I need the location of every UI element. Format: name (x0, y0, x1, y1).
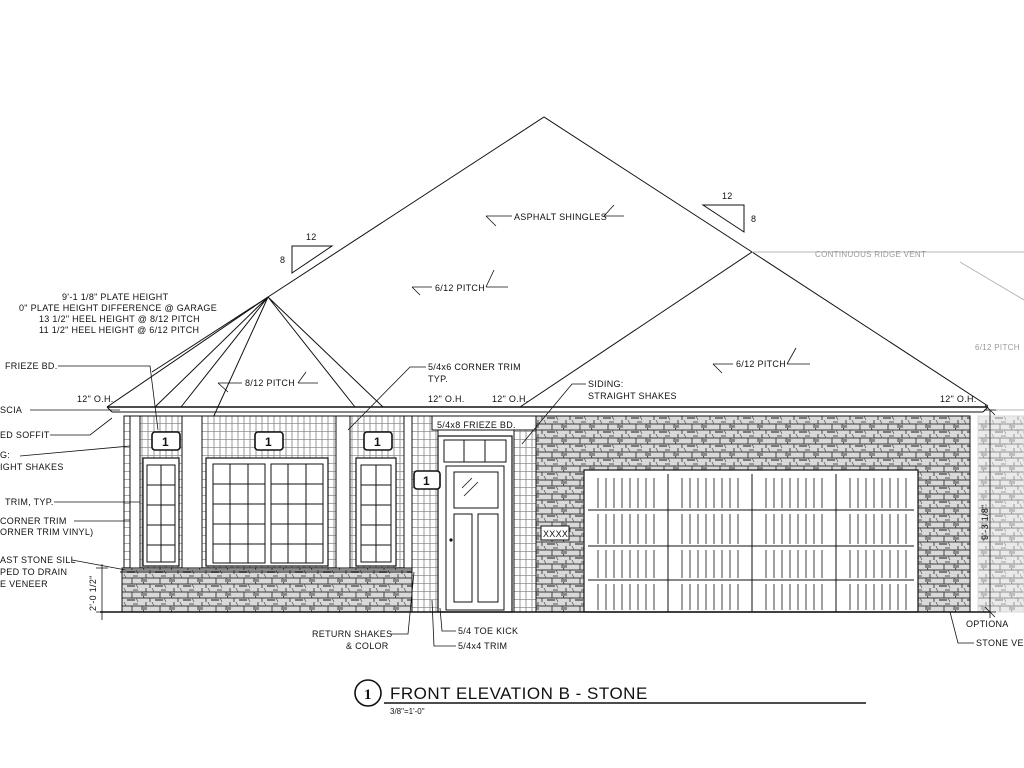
tag-3: 1 (374, 435, 381, 449)
dim-plate-height: 9'-3 1/8" (980, 504, 990, 540)
siding-right-1: SIDING: (588, 379, 624, 389)
corner-trim-top-1: 5/4x6 CORNER TRIM (428, 362, 521, 372)
tag-box-2 (254, 431, 284, 451)
adjacent-roof-faint: CONTINUOUS RIDGE VENT 6/12 PITCH (752, 250, 1024, 411)
stone-sill-note-1: AST STONE SILL (0, 555, 76, 565)
optional-label: OPTIONA (966, 619, 1009, 629)
oh-mid1-label: 12" O.H. (428, 394, 465, 404)
slope-right-run: 12 (722, 191, 733, 201)
oh-right-label: 12" O.H. (940, 394, 977, 404)
stone-veneer-label: STONE VEN (976, 638, 1024, 648)
heel-8-note: 13 1/2" HEEL HEIGHT @ 8/12 PITCH (39, 314, 200, 324)
roof (106, 116, 989, 421)
slope-right-rise: 8 (751, 214, 756, 224)
address-plate (540, 525, 570, 541)
garage-door (583, 469, 919, 613)
tag-box-4 (413, 470, 441, 490)
plate-height-note: 9'-1 1/8" PLATE HEIGHT (62, 292, 169, 302)
heel-6-note: 11 1/2" HEEL HEIGHT @ 6/12 PITCH (39, 325, 199, 335)
main-roof-outline (106, 116, 989, 408)
plate-diff-note: 0" PLATE HEIGHT DIFFERENCE @ GARAGE (19, 303, 217, 313)
corner-trim-note-1: CORNER TRIM (0, 516, 67, 526)
slope-triangle-left: 12 8 (280, 232, 334, 274)
corner-trim-left (129, 415, 141, 569)
tag-2: 1 (265, 435, 272, 449)
main-pitch-label: 6/12 PITCH (435, 283, 485, 293)
hip-roof-left (154, 296, 384, 421)
soffit-note: ED SOFFIT (0, 430, 50, 440)
garage-roof-ridge (519, 251, 753, 408)
fascia-note: SCIA (0, 405, 22, 415)
tag-4: 1 (423, 474, 430, 488)
trim-5-4x4-label: 5/4x4 TRIM (458, 641, 507, 651)
oh-mid2-label: 12" O.H. (492, 394, 529, 404)
garage-wall: XXXX (535, 415, 971, 613)
corner-trim-top-2: TYP. (428, 374, 448, 384)
slope-left-run: 12 (306, 232, 317, 242)
siding-left-note-1: G: (0, 450, 10, 460)
porch-shakes-left (411, 415, 439, 613)
roof-labels: ASPHALT SHINGLES 6/12 PITCH 8/12 PITCH 6… (217, 204, 810, 393)
upper-notes: 12" O.H. 12" O.H. 12" O.H. 12" O.H. 5/4x… (77, 362, 977, 445)
toe-kick-label: 5/4 TOE KICK (458, 626, 518, 636)
frieze-note: FRIEZE BD. (5, 361, 58, 371)
window-left (142, 457, 180, 567)
trim-column-2 (335, 415, 351, 569)
trim-typ-note: TRIM, TYP. (5, 497, 54, 507)
entry-porch (411, 415, 537, 613)
slope-left-rise: 8 (280, 255, 285, 265)
main-roof-left-eave (151, 296, 269, 373)
tag-1: 1 (162, 435, 169, 449)
drawing-title: 1 FRONT ELEVATION B - STONE 3/8"=1'-0" (354, 679, 866, 716)
oh-left-label: 12" O.H. (77, 394, 114, 404)
window-right (355, 457, 397, 567)
ridge-vent-label: CONTINUOUS RIDGE VENT (815, 250, 926, 259)
address-plate-text: XXXX (543, 529, 568, 539)
dim-wainscot: 2'-0 1/2" (88, 575, 98, 611)
pitch-faint-label: 6/12 PITCH (975, 343, 1020, 352)
corner-trim-note-2: ORNER TRIM VINYL) (0, 527, 93, 537)
lower-notes: RETURN SHAKES & COLOR 5/4 TOE KICK 5/4x4… (312, 571, 518, 651)
return-shakes-1: RETURN SHAKES (312, 629, 392, 639)
tag-box-1 (151, 431, 181, 451)
stone-wainscot-left (121, 567, 415, 613)
title-scale: 3/8"=1'-0" (390, 707, 425, 716)
left-notes: 9'-1 1/8" PLATE HEIGHT 0" PLATE HEIGHT D… (0, 292, 217, 620)
title-text: FRONT ELEVATION B - STONE (390, 684, 648, 703)
door-lite (453, 471, 499, 509)
adjacent-wall-faint (977, 415, 1024, 613)
siding-left-note-2: IGHT SHAKES (0, 462, 64, 472)
title-number: 1 (364, 687, 372, 703)
garage-pitch-label: 6/12 PITCH (736, 359, 786, 369)
window-tags: 1 1 1 1 (151, 431, 441, 490)
slope-triangle-right: 12 8 (701, 191, 756, 233)
tag-box-3 (363, 431, 393, 451)
return-shakes-2: & COLOR (346, 641, 389, 651)
frieze-porch-label: 5/4x8 FRIEZE BD. (437, 420, 516, 430)
trim-column-1 (181, 415, 203, 569)
title-circle (354, 679, 382, 707)
porch-shakes-right (513, 429, 537, 613)
stone-sill-note-2: PED TO DRAIN (0, 567, 67, 577)
window-center (205, 457, 329, 567)
asphalt-shingles-label: ASPHALT SHINGLES (514, 212, 607, 222)
stone-sill-note-3: E VENEER (0, 579, 48, 589)
siding-right-2: STRAIGHT SHAKES (588, 391, 677, 401)
hip-pitch-label: 8/12 PITCH (245, 378, 295, 388)
front-door (445, 465, 505, 611)
door-frame (437, 435, 513, 613)
right-notes: 9'-3 1/8" OPTIONA STONE VEN (949, 404, 1024, 648)
transom (443, 439, 507, 463)
